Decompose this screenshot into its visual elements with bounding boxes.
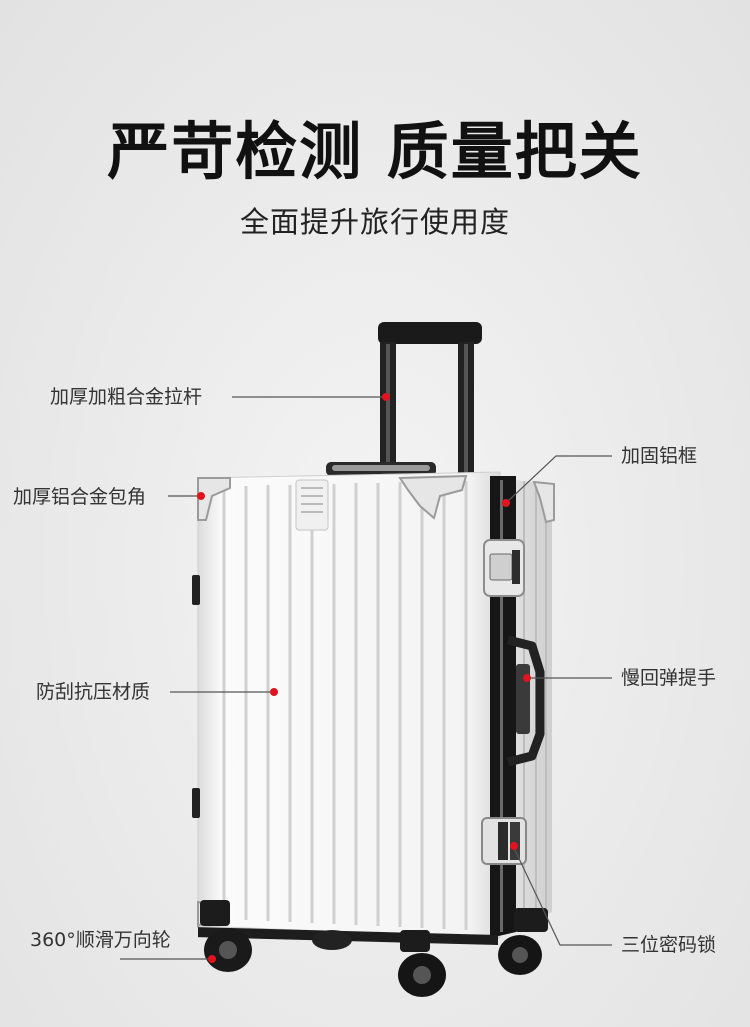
frame-leader-line: [505, 455, 612, 504]
callout-markers: [197, 393, 531, 963]
subheadline: 全面提升旅行使用度: [239, 205, 510, 239]
trolley-handle: [378, 322, 482, 482]
callout-spinner-wheels: 360°顺滑万向轮: [30, 929, 171, 951]
material-marker-dot: [270, 688, 278, 696]
corner-marker-dot: [197, 492, 205, 500]
callout-trolley-handle: 加厚加粗合金拉杆: [50, 386, 203, 408]
frame-marker-dot: [502, 499, 510, 507]
callout-aluminium-corner: 加厚铝合金包角: [13, 486, 147, 508]
callout-side-handle: 慢回弹提手: [621, 667, 717, 689]
spinner-wheels: [200, 900, 548, 997]
combination-lock: [481, 817, 527, 865]
lock-leader-line: [513, 847, 612, 946]
callout-combination-lock: 三位密码锁: [621, 934, 717, 956]
lock-marker-dot: [510, 842, 518, 850]
callout-aluminium-frame: 加固铝框: [621, 445, 698, 467]
top-carry-handle: [326, 462, 436, 476]
handle-marker-dot: [382, 393, 390, 401]
headline: 严苛检测 质量把关: [107, 115, 643, 188]
side-handle-marker-dot: [523, 674, 531, 682]
upper-lock-clasp: [483, 539, 525, 597]
wheels-marker-dot: [208, 955, 216, 963]
front-shell: [192, 471, 501, 939]
callout-lines: [120, 396, 612, 960]
callout-scratch-resistant-material: 防刮抗压材质: [36, 681, 151, 703]
